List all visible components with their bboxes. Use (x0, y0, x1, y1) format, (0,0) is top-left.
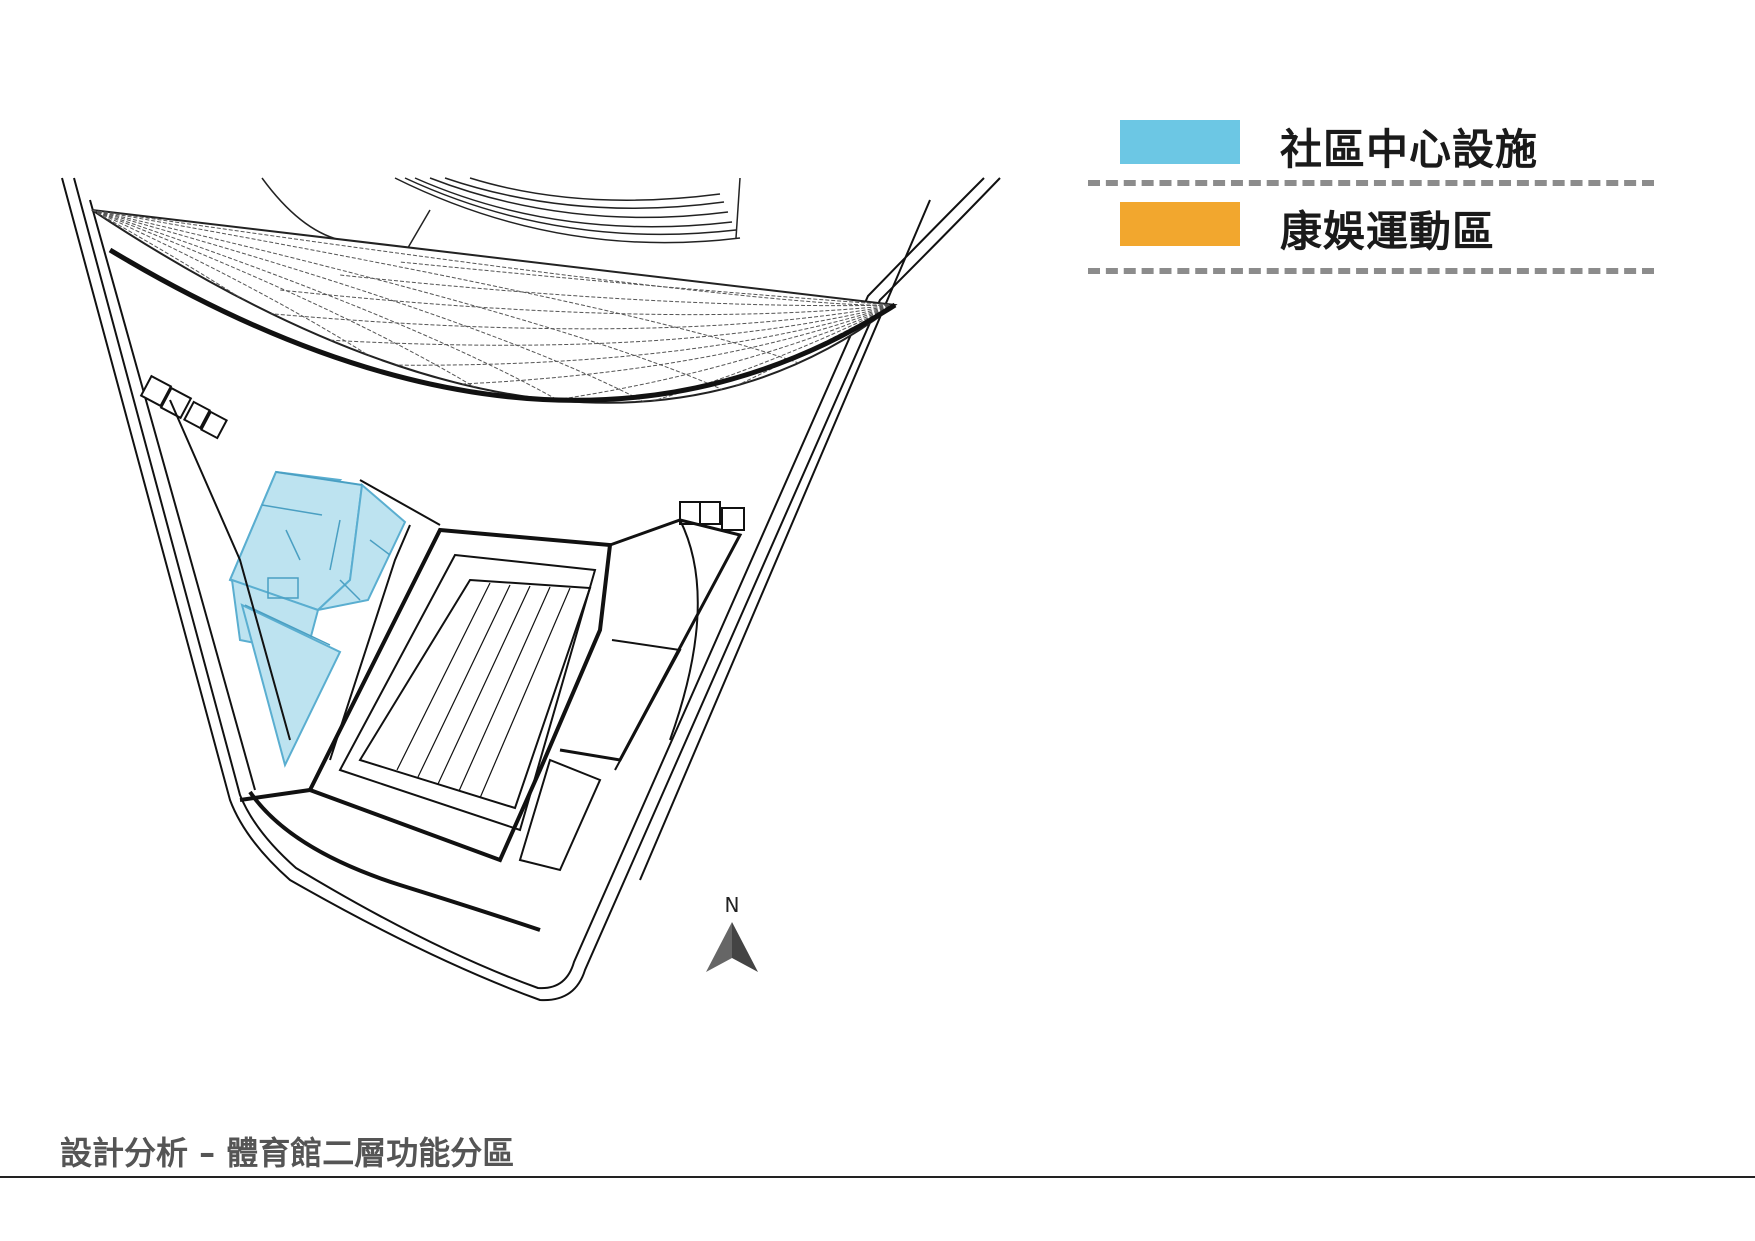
roof-canopy (91, 209, 898, 404)
stair-blocks (139, 374, 745, 531)
legend-label-recreation: 康娛運動區 (1280, 207, 1496, 256)
footer-title: 設計分析 – 體育館二層功能分區 (60, 1134, 515, 1172)
stadium-track-arcs (261, 177, 741, 271)
access-paths (169, 399, 699, 761)
legend-divider (1088, 180, 1654, 186)
north-arrow: N (706, 893, 758, 972)
footer-rule (0, 1176, 1755, 1178)
legend-label-community: 社區中心設施 (1280, 125, 1539, 174)
legend-divider (1088, 268, 1654, 274)
sports-hall (239, 518, 743, 932)
legend-swatch-community (1120, 120, 1240, 164)
legend-swatch-recreation (1120, 202, 1240, 246)
community-center-zone (228, 470, 407, 768)
north-label: N (725, 893, 740, 917)
